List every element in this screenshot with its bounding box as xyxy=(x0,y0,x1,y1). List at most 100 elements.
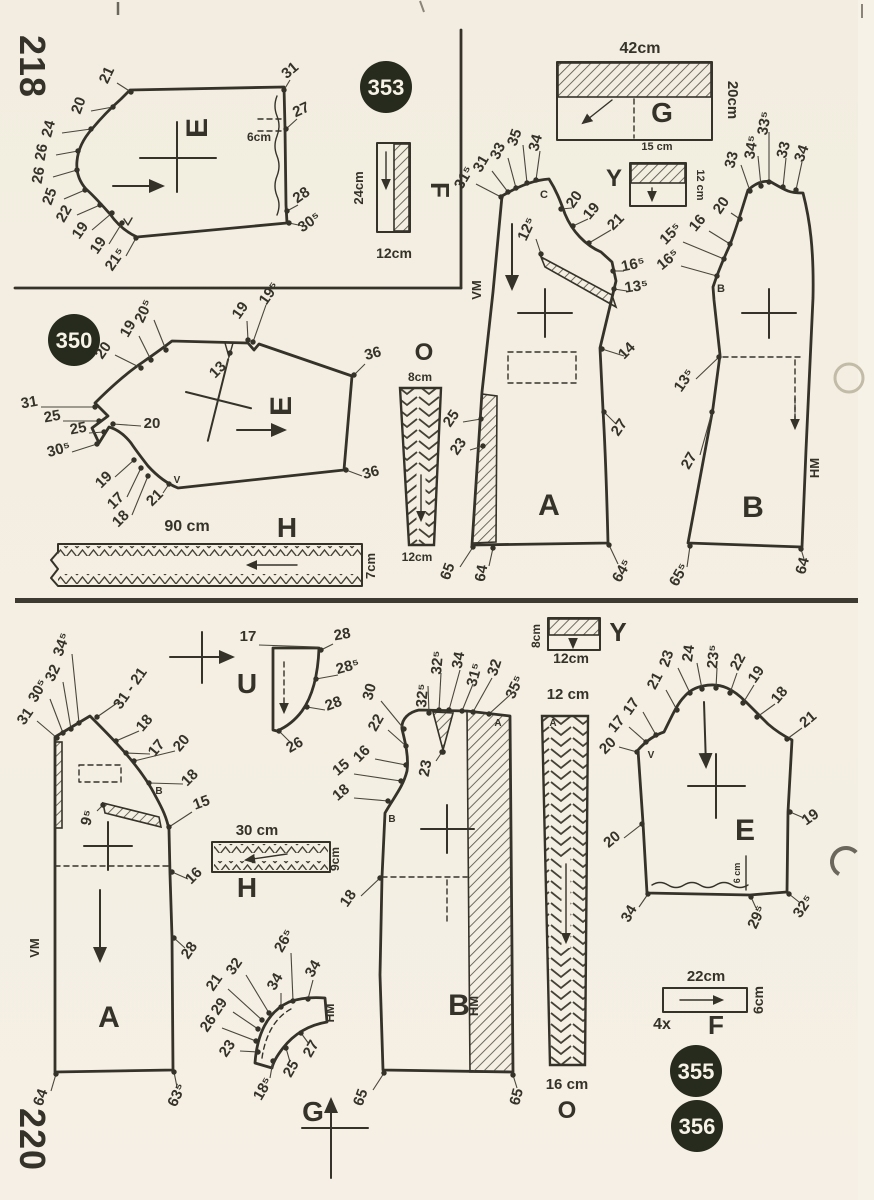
edge-hatched-band xyxy=(466,710,514,1073)
leader-line xyxy=(608,544,619,565)
grainline-cross xyxy=(741,288,797,339)
measurement-label: 90 cm xyxy=(164,518,209,535)
measure-point xyxy=(377,875,383,881)
measure-point xyxy=(480,443,486,449)
piece-o-strip-bottom xyxy=(540,714,590,1067)
leader-line xyxy=(665,689,678,711)
measure-point xyxy=(439,749,445,755)
measure-point xyxy=(96,418,102,424)
measurement-label: 6cm xyxy=(750,986,766,1014)
measure-point xyxy=(513,185,519,191)
measurement-label: 19 xyxy=(69,219,92,242)
measure-point xyxy=(740,700,746,706)
grainline-cross xyxy=(139,121,217,193)
leader-line xyxy=(757,155,762,187)
measurement-label: 19 xyxy=(87,234,110,257)
leader-line xyxy=(782,157,787,188)
measure-point xyxy=(699,686,705,692)
measurement-label: 26⁵ xyxy=(271,926,298,955)
measurement-label: VM xyxy=(469,280,484,300)
piece-letter: B xyxy=(742,491,764,524)
leader-line xyxy=(96,700,121,718)
measure-point xyxy=(784,736,790,742)
piece-letter: E xyxy=(181,118,214,138)
measure-point xyxy=(634,749,640,755)
piece-letter: H xyxy=(277,512,297,543)
measurement-label: 28 xyxy=(290,184,313,207)
measurement-label: 19 xyxy=(229,299,252,322)
measure-point xyxy=(780,184,786,190)
style-number: 353 xyxy=(368,75,405,100)
measurement-label: 21 xyxy=(604,210,628,234)
measurement-label: 33 xyxy=(721,150,742,171)
leader-line xyxy=(245,974,270,1014)
fold-dashed xyxy=(261,1008,292,1059)
leader-line xyxy=(112,423,142,427)
leader-line xyxy=(125,237,137,257)
piece-letter: O xyxy=(558,1097,577,1124)
measure-point xyxy=(610,268,616,274)
measure-point xyxy=(787,809,793,815)
measurement-label: 31 - 21 xyxy=(110,664,151,712)
leader-line xyxy=(795,161,803,191)
leader-line xyxy=(603,411,617,425)
measurement-label: 36 xyxy=(363,343,384,364)
grainline-cross xyxy=(687,753,746,819)
leader-line xyxy=(535,150,541,181)
measure-point xyxy=(113,738,119,744)
style-badge-353: 353 xyxy=(360,61,412,113)
leader-line xyxy=(715,667,718,689)
measure-point xyxy=(290,998,296,1004)
measurement-label: 8cm xyxy=(529,624,543,648)
page-number-top: 218 xyxy=(12,35,53,98)
leader-line xyxy=(786,727,803,740)
measurement-label: 34 xyxy=(264,970,287,994)
measurement-label: 21 xyxy=(96,64,118,86)
measurement-label: 27 xyxy=(290,99,312,121)
leader-line xyxy=(116,82,132,93)
measure-point xyxy=(255,1049,261,1055)
measurement-label: 13⁵ xyxy=(671,366,699,395)
edge-tick-band xyxy=(54,741,63,829)
leader-line xyxy=(138,335,152,361)
measurement-label: 64 xyxy=(792,555,813,576)
measurement-label: 20cm xyxy=(724,81,741,119)
measurement-label: 19⁵ xyxy=(256,279,284,308)
measure-point xyxy=(74,167,80,173)
measure-point xyxy=(171,935,177,941)
measurement-label: 19 xyxy=(580,199,604,223)
leader-line xyxy=(623,823,643,839)
leader-line xyxy=(742,684,755,704)
piece-e-sleeve-bottom xyxy=(636,683,794,897)
measurement-label: 32 xyxy=(42,662,64,684)
leader-line xyxy=(131,475,149,516)
edge-hatched-band xyxy=(471,393,498,544)
measure-point xyxy=(653,732,659,738)
measure-point xyxy=(766,179,772,185)
measurement-label: 18 xyxy=(337,887,360,910)
measure-point xyxy=(60,730,66,736)
measure-point xyxy=(318,647,324,653)
measure-point xyxy=(54,735,60,741)
measurement-label: 21 xyxy=(143,486,167,510)
leader-line xyxy=(462,418,482,423)
measure-point xyxy=(305,996,311,1002)
measure-point xyxy=(304,704,310,710)
measurement-label: 23 xyxy=(447,435,470,458)
measure-point xyxy=(714,273,720,279)
measure-point xyxy=(709,409,715,415)
leader-line xyxy=(360,877,381,897)
leader-line xyxy=(507,157,517,189)
measurement-label: 65 xyxy=(437,561,459,582)
measurement-label: 16⁵ xyxy=(654,245,683,273)
measurement-label: 30⁵ xyxy=(295,209,324,237)
leader-line xyxy=(729,672,738,694)
measure-point xyxy=(276,728,282,734)
measure-point xyxy=(128,89,134,95)
leader-line xyxy=(680,265,718,277)
measure-point xyxy=(119,220,125,226)
leader-line xyxy=(345,469,363,477)
leader-line xyxy=(62,681,72,730)
measure-point xyxy=(227,350,233,356)
piece-letter: F xyxy=(425,182,455,198)
